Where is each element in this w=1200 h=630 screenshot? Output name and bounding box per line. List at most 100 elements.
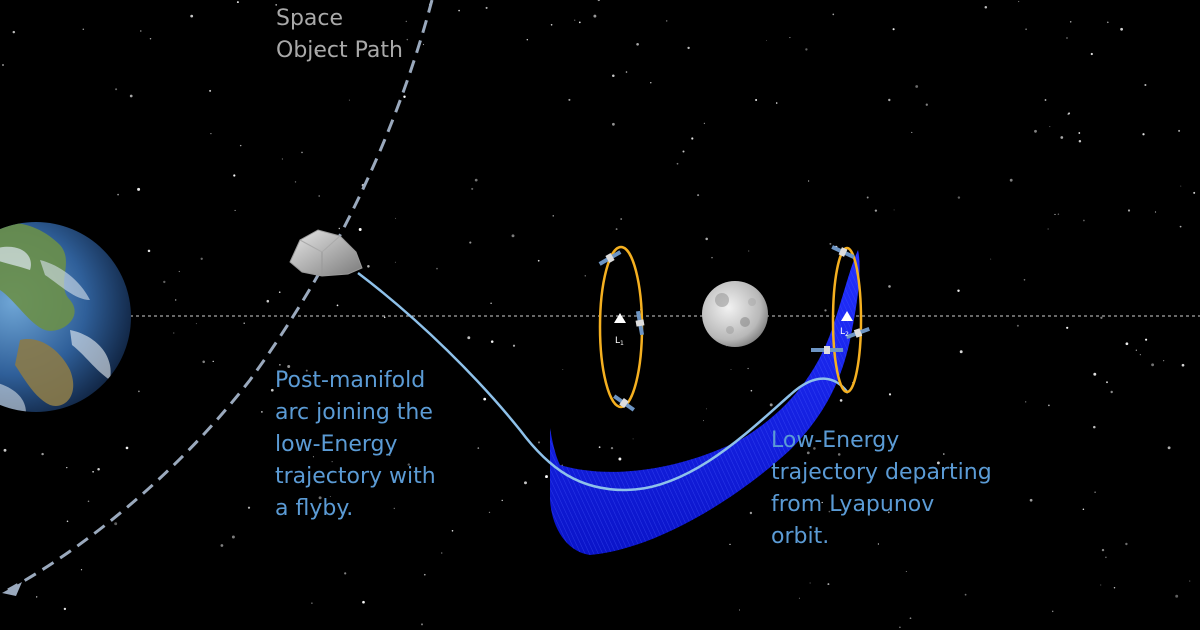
star [441, 552, 443, 554]
star [348, 99, 350, 101]
star [625, 71, 628, 73]
star [338, 227, 341, 230]
star [1093, 372, 1097, 376]
star [82, 28, 85, 31]
star [421, 623, 423, 626]
star [806, 451, 810, 455]
star [832, 13, 835, 16]
star [892, 28, 895, 31]
star [1018, 1, 1020, 3]
star [990, 258, 992, 260]
star [406, 38, 409, 41]
star [1029, 498, 1033, 502]
star [311, 602, 313, 604]
star [117, 193, 119, 196]
star [1105, 556, 1107, 559]
star [828, 510, 831, 513]
star [1016, 324, 1019, 327]
star [729, 543, 731, 545]
star [212, 360, 214, 363]
star [1049, 126, 1051, 128]
star [1135, 349, 1137, 351]
star [467, 336, 471, 340]
star [2, 64, 4, 66]
star [471, 187, 474, 190]
star [888, 393, 892, 396]
star [1100, 316, 1103, 319]
star [574, 19, 576, 21]
star [636, 42, 639, 46]
star [305, 369, 308, 372]
star [597, 0, 600, 2]
star [458, 9, 460, 12]
lagrange-marker-icon [841, 311, 853, 321]
star [423, 573, 426, 576]
star [294, 181, 297, 183]
star [436, 267, 438, 270]
lagrange-marker-icon [614, 313, 626, 323]
star [36, 596, 38, 598]
star [1034, 129, 1037, 133]
star [451, 530, 454, 532]
star [138, 390, 140, 393]
star [485, 6, 488, 9]
star [149, 37, 152, 40]
star [1094, 491, 1096, 493]
star [1047, 228, 1049, 230]
star [888, 98, 891, 102]
label-line: from Lyapunov [771, 492, 935, 517]
star [1154, 211, 1157, 213]
star [266, 299, 270, 303]
star [739, 609, 740, 611]
star [1025, 401, 1027, 403]
star [1101, 548, 1105, 552]
l1-label: L1 [615, 336, 624, 347]
star [766, 39, 768, 41]
star [807, 180, 810, 182]
star [243, 322, 245, 324]
star [936, 461, 940, 465]
star [697, 194, 700, 197]
star [612, 122, 615, 126]
star [1120, 27, 1123, 31]
star [706, 408, 707, 410]
satellite-icon [831, 245, 855, 259]
star [545, 475, 548, 479]
star [1093, 425, 1096, 429]
star [1179, 225, 1182, 228]
star [1142, 133, 1145, 136]
star [578, 21, 581, 24]
star [1180, 185, 1182, 187]
star [711, 256, 713, 259]
path-arrowhead-icon [2, 582, 22, 596]
star [210, 132, 212, 135]
post-manifold-label: Post-manifold arc joining the low-Energy… [275, 365, 436, 525]
star [615, 228, 618, 231]
star [687, 46, 690, 50]
star [827, 583, 830, 586]
star [748, 250, 750, 252]
satellite-icon [811, 346, 843, 354]
star [612, 74, 615, 78]
star [1144, 83, 1147, 87]
star [730, 369, 732, 370]
star [147, 249, 151, 253]
star [893, 209, 895, 211]
star [87, 500, 90, 503]
star [66, 520, 69, 523]
star [512, 344, 516, 347]
star [1193, 191, 1196, 194]
star [839, 399, 843, 402]
star [247, 506, 251, 509]
earth-icon [0, 222, 131, 412]
star [231, 535, 235, 539]
star [137, 187, 141, 191]
star [140, 30, 142, 32]
star [747, 367, 749, 370]
star [821, 501, 823, 504]
star [315, 51, 319, 54]
star [562, 368, 564, 370]
star [874, 209, 878, 212]
star [1078, 139, 1082, 143]
star [805, 48, 808, 51]
